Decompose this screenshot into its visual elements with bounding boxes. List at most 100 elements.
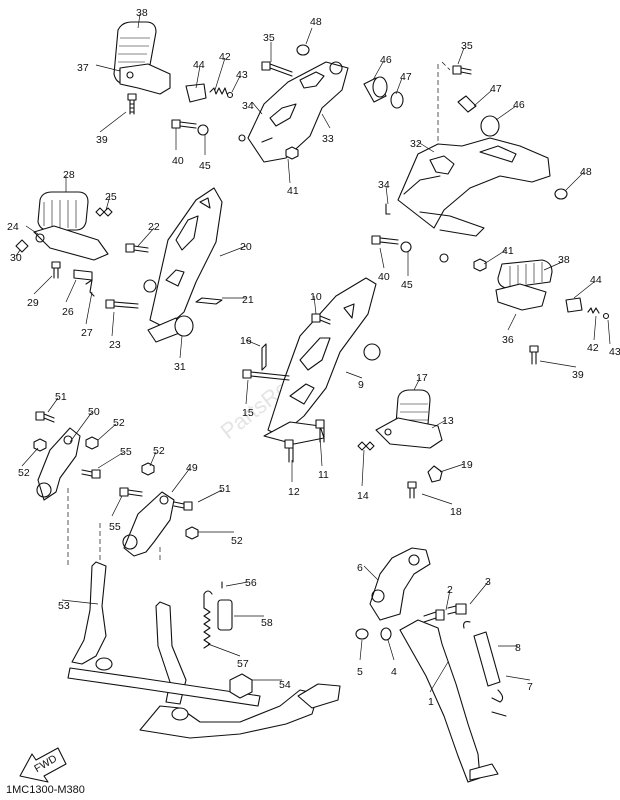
nut-52-b [33,438,47,452]
bolt-3 [447,603,467,615]
nut-52-c [141,462,155,476]
callout-51: 51 [55,391,67,403]
pin-30 [15,239,29,253]
leader-lines [15,13,611,693]
callout-12: 12 [288,486,300,498]
callout-16: 16 [240,335,252,347]
pin-19 [427,465,443,483]
callout-28: 28 [63,169,75,181]
stopper-54 [229,673,253,699]
spring-pin-34-right [385,203,391,215]
bolt-40-right [371,235,399,245]
bolt-39-right [529,345,539,365]
callout-39: 39 [572,369,584,381]
callout-11: 11 [318,469,329,481]
callout-33: 33 [322,133,334,145]
footrest-bracket-32 [397,137,551,229]
callout-35: 35 [461,40,473,52]
bolt-22 [125,243,149,253]
callout-15: 15 [242,407,254,419]
ball-43-top [226,91,234,99]
spring-8 [473,631,501,687]
callout-24: 24 [7,221,19,233]
spring-56-58-57 [203,581,233,649]
callout-42: 42 [219,51,231,63]
bolt-10 [311,313,331,325]
bolt-51-left [35,411,55,423]
callout-22: 22 [148,221,160,233]
callout-1: 1 [428,696,434,708]
callout-17: 17 [416,372,428,384]
collar-47-right [457,95,477,113]
callout-48: 48 [580,166,592,178]
bolt-2 [423,609,445,623]
nut-52-a [85,436,99,450]
callout-38: 38 [136,7,148,19]
main-stand-53 [67,561,341,739]
callout-46: 46 [380,54,392,66]
callout-36: 36 [502,334,514,346]
callout-54: 54 [279,679,291,691]
nut-52-d [185,526,199,540]
ball-43-right [602,312,610,320]
callout-51: 51 [219,483,231,495]
callout-14: 14 [357,490,369,502]
rear-footrest-right-assembly [371,61,610,365]
footrest-arm-37 [119,63,171,95]
callout-32: 32 [410,138,422,150]
clip-44-right [565,297,583,313]
bolt-55-left [81,469,101,479]
collar-45-top [197,124,209,136]
callout-49: 49 [186,462,198,474]
callout-48: 48 [310,16,322,28]
callout-47: 47 [490,83,502,95]
side-stand-bracket-6 [369,547,431,621]
main-stand-bracket-left [33,411,199,568]
callout-41: 41 [287,185,299,197]
bushing-31 [174,315,194,337]
footrest-arm-13 [375,417,443,449]
callout-27: 27 [81,327,93,339]
callout-43: 43 [609,346,620,358]
spring-14 [357,441,375,451]
spring-hook-7 [463,621,504,703]
callout-29: 29 [27,297,39,309]
diagram-code: 1MC1300-M380 [6,784,85,796]
washer-48-top [296,44,310,56]
callout-5: 5 [357,666,363,678]
callout-45: 45 [199,160,211,172]
nut-41-right [473,258,487,272]
bracket-50 [37,427,81,501]
callout-13: 13 [442,415,454,427]
callout-44: 44 [590,274,602,286]
clip-21 [195,297,223,305]
callout-40: 40 [378,271,390,283]
bushing-46-right [480,115,500,137]
collar-26 [73,269,93,281]
callout-53: 53 [58,600,70,612]
callout-23: 23 [109,339,121,351]
bolt-40-top [171,119,197,129]
clip-44-top [185,83,207,103]
spring-57 [203,607,211,649]
clip-27 [85,279,95,297]
callout-50: 50 [88,406,100,418]
side-stand-assembly [355,547,507,783]
callout-19: 19 [461,459,473,471]
callout-18: 18 [450,506,462,518]
callout-26: 26 [62,306,74,318]
spring-25 [95,207,113,217]
spring-42-right [587,307,600,314]
callout-55: 55 [109,521,121,533]
callout-58: 58 [261,617,273,629]
footrest-arm-36 [495,283,547,311]
callout-35: 35 [263,32,275,44]
pin-16 [261,343,267,371]
stand-pedal [297,683,341,709]
bolt-51-right [173,501,193,511]
bolt-35-top-right [452,65,472,75]
bolt-35-top-left [261,61,293,77]
callout-55: 55 [120,446,132,458]
